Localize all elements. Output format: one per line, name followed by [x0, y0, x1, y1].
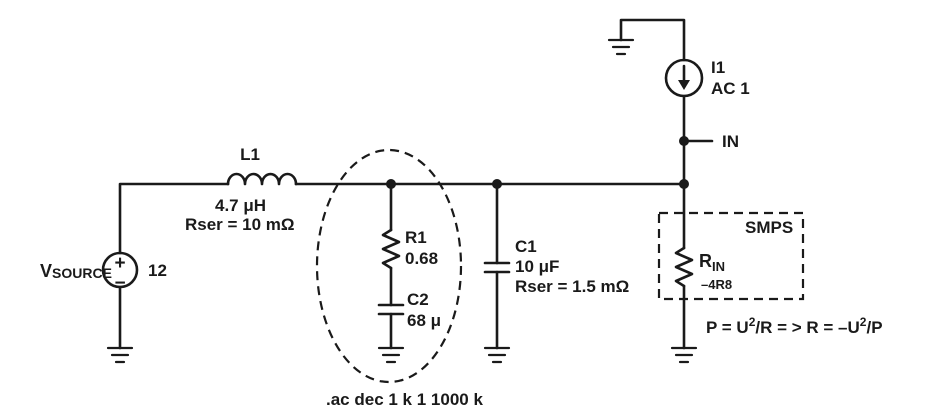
ground-c1 — [483, 346, 511, 364]
current-source-name: I1 — [711, 58, 725, 77]
spice-ac-directive: .ac dec 1 k 1 1000 k — [326, 390, 483, 409]
node-in — [679, 136, 689, 146]
smps-branch-wire — [674, 182, 694, 350]
ground-source — [106, 346, 134, 364]
inductor-name: L1 — [240, 145, 260, 164]
source-branch-wire — [118, 182, 230, 350]
damping-network-dashed-ellipse — [315, 148, 463, 384]
ground-c2 — [377, 346, 405, 364]
rin-label: RIN — [699, 251, 725, 274]
net-label-in: IN — [722, 132, 739, 151]
source-plus-sign: + — [114, 253, 125, 274]
source-minus-sign: − — [114, 273, 125, 294]
power-formula: P = U2/R = > R = –U2/P — [706, 315, 883, 337]
source-label: VSOURCE — [40, 261, 112, 281]
smps-title: SMPS — [745, 218, 793, 237]
inductor-rser: Rser = 10 mΩ — [185, 215, 295, 234]
c1-branch-wire — [483, 182, 511, 350]
r1-value: 0.68 — [405, 249, 438, 268]
source-value: 12 — [148, 261, 167, 280]
c1-rser: Rser = 1.5 mΩ — [515, 277, 629, 296]
r1-c2-branch-wire — [377, 182, 405, 350]
voltage-source-symbol: + − — [101, 251, 139, 294]
inductor-value: 4.7 μH — [215, 196, 266, 215]
c2-name: C2 — [407, 290, 429, 309]
smps-dashed-box — [657, 211, 805, 301]
c2-value: 68 μ — [407, 311, 441, 330]
r1-name: R1 — [405, 228, 427, 247]
c1-name: C1 — [515, 237, 537, 256]
rin-value: –4R8 — [701, 277, 732, 292]
ground-smps — [670, 346, 698, 364]
current-source-value: AC 1 — [711, 79, 750, 98]
current-source-branch-wire — [619, 18, 714, 186]
ground-current-source — [607, 38, 635, 56]
c1-value: 10 μF — [515, 257, 559, 276]
current-source-symbol — [664, 58, 704, 98]
inductor-l1-symbol — [226, 172, 298, 186]
